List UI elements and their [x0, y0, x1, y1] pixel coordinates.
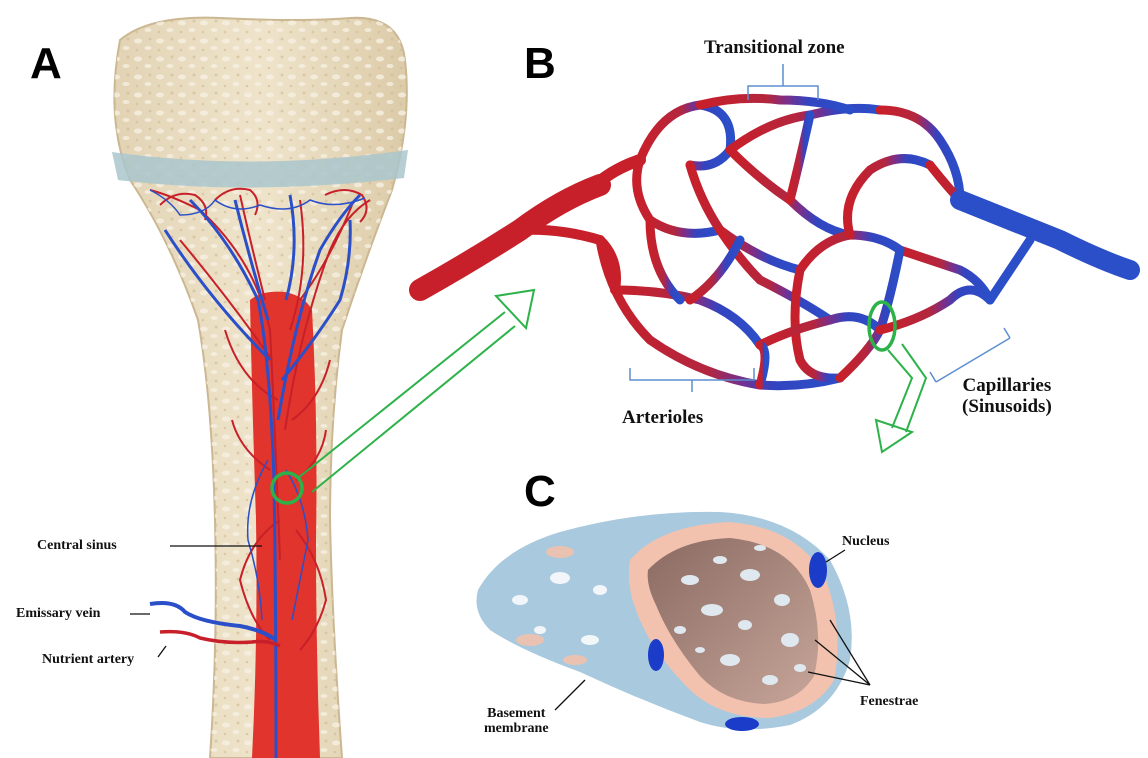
label-transitional-zone: Transitional zone [704, 38, 845, 59]
panel-label-a: A [30, 42, 62, 86]
label-basement-line2: membrane [484, 721, 549, 736]
label-basement-membrane: Basement membrane [484, 706, 549, 737]
marrow-cavity [250, 292, 320, 758]
zoom-arrow-b-to-c [876, 344, 926, 452]
label-capillaries: Capillaries (Sinusoids) [962, 376, 1052, 418]
label-arterioles: Arterioles [622, 408, 703, 429]
label-central-sinus: Central sinus [37, 538, 117, 553]
nucleus-1 [809, 552, 827, 588]
capillaries-bracket [930, 328, 1010, 382]
panel-a-bone [112, 18, 408, 758]
nucleus-3 [725, 717, 759, 731]
label-fenestrae: Fenestrae [860, 694, 918, 709]
label-emissary-vein: Emissary vein [16, 606, 100, 621]
label-basement-line1: Basement [484, 706, 549, 721]
nucleus-2 [648, 639, 664, 671]
label-capillaries-line1: Capillaries [962, 376, 1052, 397]
panel-label-c: C [524, 470, 556, 514]
panel-c-sinusoid [477, 512, 852, 731]
label-capillaries-line2: (Sinusoids) [962, 397, 1052, 418]
panel-b-vessel-network [420, 98, 1130, 385]
label-nutrient-artery: Nutrient artery [42, 652, 134, 667]
arterioles-bracket [630, 368, 754, 392]
panel-label-b: B [524, 42, 556, 86]
label-nucleus: Nucleus [842, 534, 889, 549]
